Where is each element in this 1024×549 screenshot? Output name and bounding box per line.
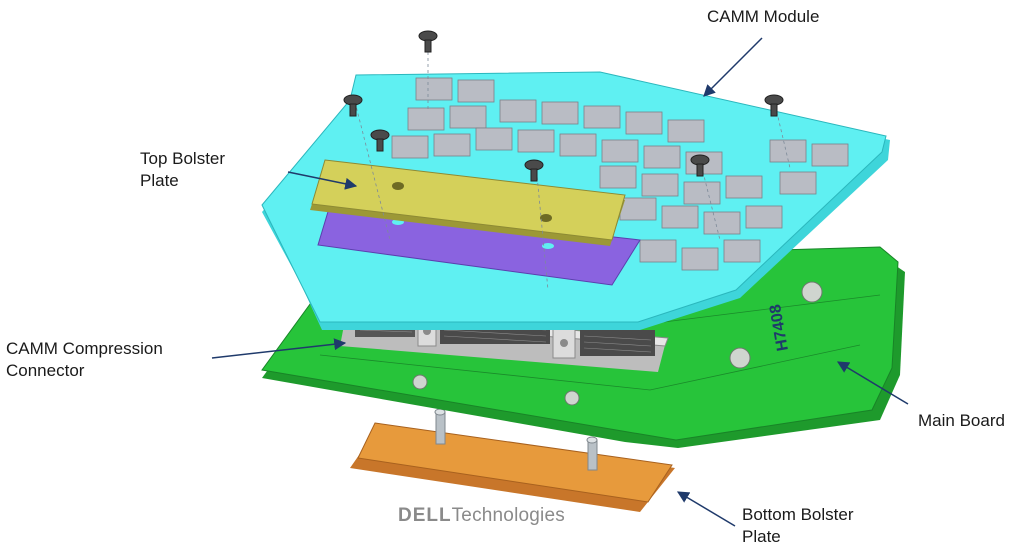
arrow-top-bolster <box>287 171 358 190</box>
arrow-compression-connector <box>211 338 347 359</box>
arrow-camm-module <box>703 37 763 97</box>
label-camm-module-text: CAMM Module <box>707 7 820 26</box>
label-main-board: Main Board <box>918 410 1005 432</box>
dell-technologies-logo: DELLTechnologies <box>398 505 565 527</box>
label-compression-connector: CAMM Compression Connector <box>6 338 163 382</box>
top-bolster-plate <box>310 159 626 246</box>
screw <box>343 30 791 291</box>
label-compression-line2: Connector <box>6 361 85 380</box>
callout-arrows <box>211 37 909 527</box>
label-bottom-bolster-line1: Bottom Bolster <box>742 505 854 524</box>
label-top-bolster-line1: Top Bolster <box>140 149 226 168</box>
bottom-bolster-plate <box>350 408 675 512</box>
label-compression-line1: CAMM Compression <box>6 339 163 358</box>
label-main-board-text: Main Board <box>918 411 1005 430</box>
label-bottom-bolster-plate: Bottom Bolster Plate <box>742 504 854 548</box>
logo-suffix: Technologies <box>451 505 565 526</box>
logo-brand: DELL <box>398 505 452 526</box>
label-bottom-bolster-line2: Plate <box>742 527 781 546</box>
label-top-bolster-plate: Top Bolster Plate <box>140 148 225 192</box>
label-camm-module: CAMM Module <box>707 6 819 28</box>
label-top-bolster-line2: Plate <box>140 171 179 190</box>
arrow-main-board <box>836 361 909 405</box>
arrow-bottom-bolster <box>676 491 736 527</box>
